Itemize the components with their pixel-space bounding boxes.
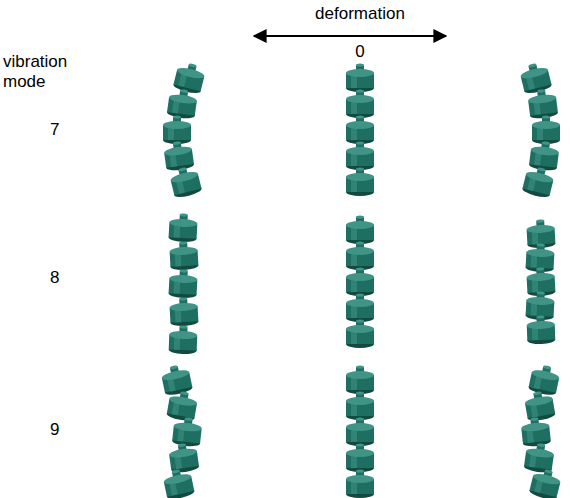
vertebra bbox=[166, 389, 199, 422]
vertebra-stack bbox=[160, 363, 203, 498]
vertebra-stack bbox=[346, 215, 374, 348]
vertebra bbox=[160, 363, 193, 397]
vertebra bbox=[526, 267, 555, 297]
mode-number: 9 bbox=[50, 420, 59, 440]
vertebra bbox=[162, 467, 195, 498]
vertebra bbox=[168, 213, 197, 243]
vertebra-stack bbox=[346, 365, 374, 498]
vertebra bbox=[169, 241, 198, 271]
vertebra bbox=[346, 319, 374, 348]
vertebra bbox=[346, 469, 374, 498]
vertebra bbox=[529, 140, 560, 172]
vertebra bbox=[346, 167, 374, 196]
vertebra bbox=[169, 297, 198, 327]
vertebra bbox=[173, 61, 207, 96]
vertebra bbox=[172, 416, 203, 447]
vertebra bbox=[169, 325, 198, 355]
vertebra bbox=[525, 291, 554, 321]
vertebra bbox=[346, 417, 374, 446]
vertebra-stack bbox=[168, 213, 198, 355]
vertebra bbox=[346, 141, 374, 170]
vertebra-stack bbox=[163, 61, 207, 200]
vertebra bbox=[523, 389, 556, 422]
vertebra-stack bbox=[520, 363, 562, 498]
vertebra bbox=[520, 416, 551, 447]
vertebra bbox=[346, 63, 374, 92]
vertebra bbox=[346, 365, 374, 394]
vertebra bbox=[346, 443, 374, 472]
vertebra bbox=[166, 88, 198, 120]
vertebra bbox=[168, 442, 200, 474]
vertebra bbox=[518, 61, 552, 96]
vertebra-stack bbox=[525, 219, 555, 345]
axis-label: deformation bbox=[315, 4, 405, 24]
vertebra bbox=[346, 241, 374, 270]
vertebra bbox=[163, 140, 195, 172]
vertebra bbox=[346, 115, 374, 144]
vertebra bbox=[346, 293, 374, 322]
axis-title: vibration mode bbox=[3, 52, 81, 92]
mode-number: 8 bbox=[50, 268, 59, 288]
vertebra bbox=[346, 391, 374, 420]
vertebra bbox=[346, 215, 374, 244]
vertebra bbox=[168, 165, 202, 200]
vertebra bbox=[526, 315, 555, 345]
vertebra bbox=[346, 267, 374, 296]
vertebra bbox=[528, 363, 561, 397]
double-arrow bbox=[254, 35, 446, 37]
vertebra bbox=[525, 243, 554, 273]
vertebra-stacks bbox=[160, 61, 563, 498]
vertebra-stack bbox=[518, 61, 560, 200]
mode-number: 7 bbox=[50, 120, 59, 140]
vertebra bbox=[526, 219, 555, 249]
vertebra bbox=[529, 467, 563, 498]
vertebra bbox=[532, 115, 560, 144]
vertebra bbox=[527, 88, 558, 120]
vertebra bbox=[522, 165, 556, 200]
axis-value: 0 bbox=[355, 42, 364, 62]
vertebra bbox=[168, 269, 197, 299]
vertebra bbox=[163, 115, 191, 144]
vertebra bbox=[523, 442, 555, 474]
vertebra-stack bbox=[346, 63, 374, 196]
vertebra bbox=[346, 89, 374, 118]
